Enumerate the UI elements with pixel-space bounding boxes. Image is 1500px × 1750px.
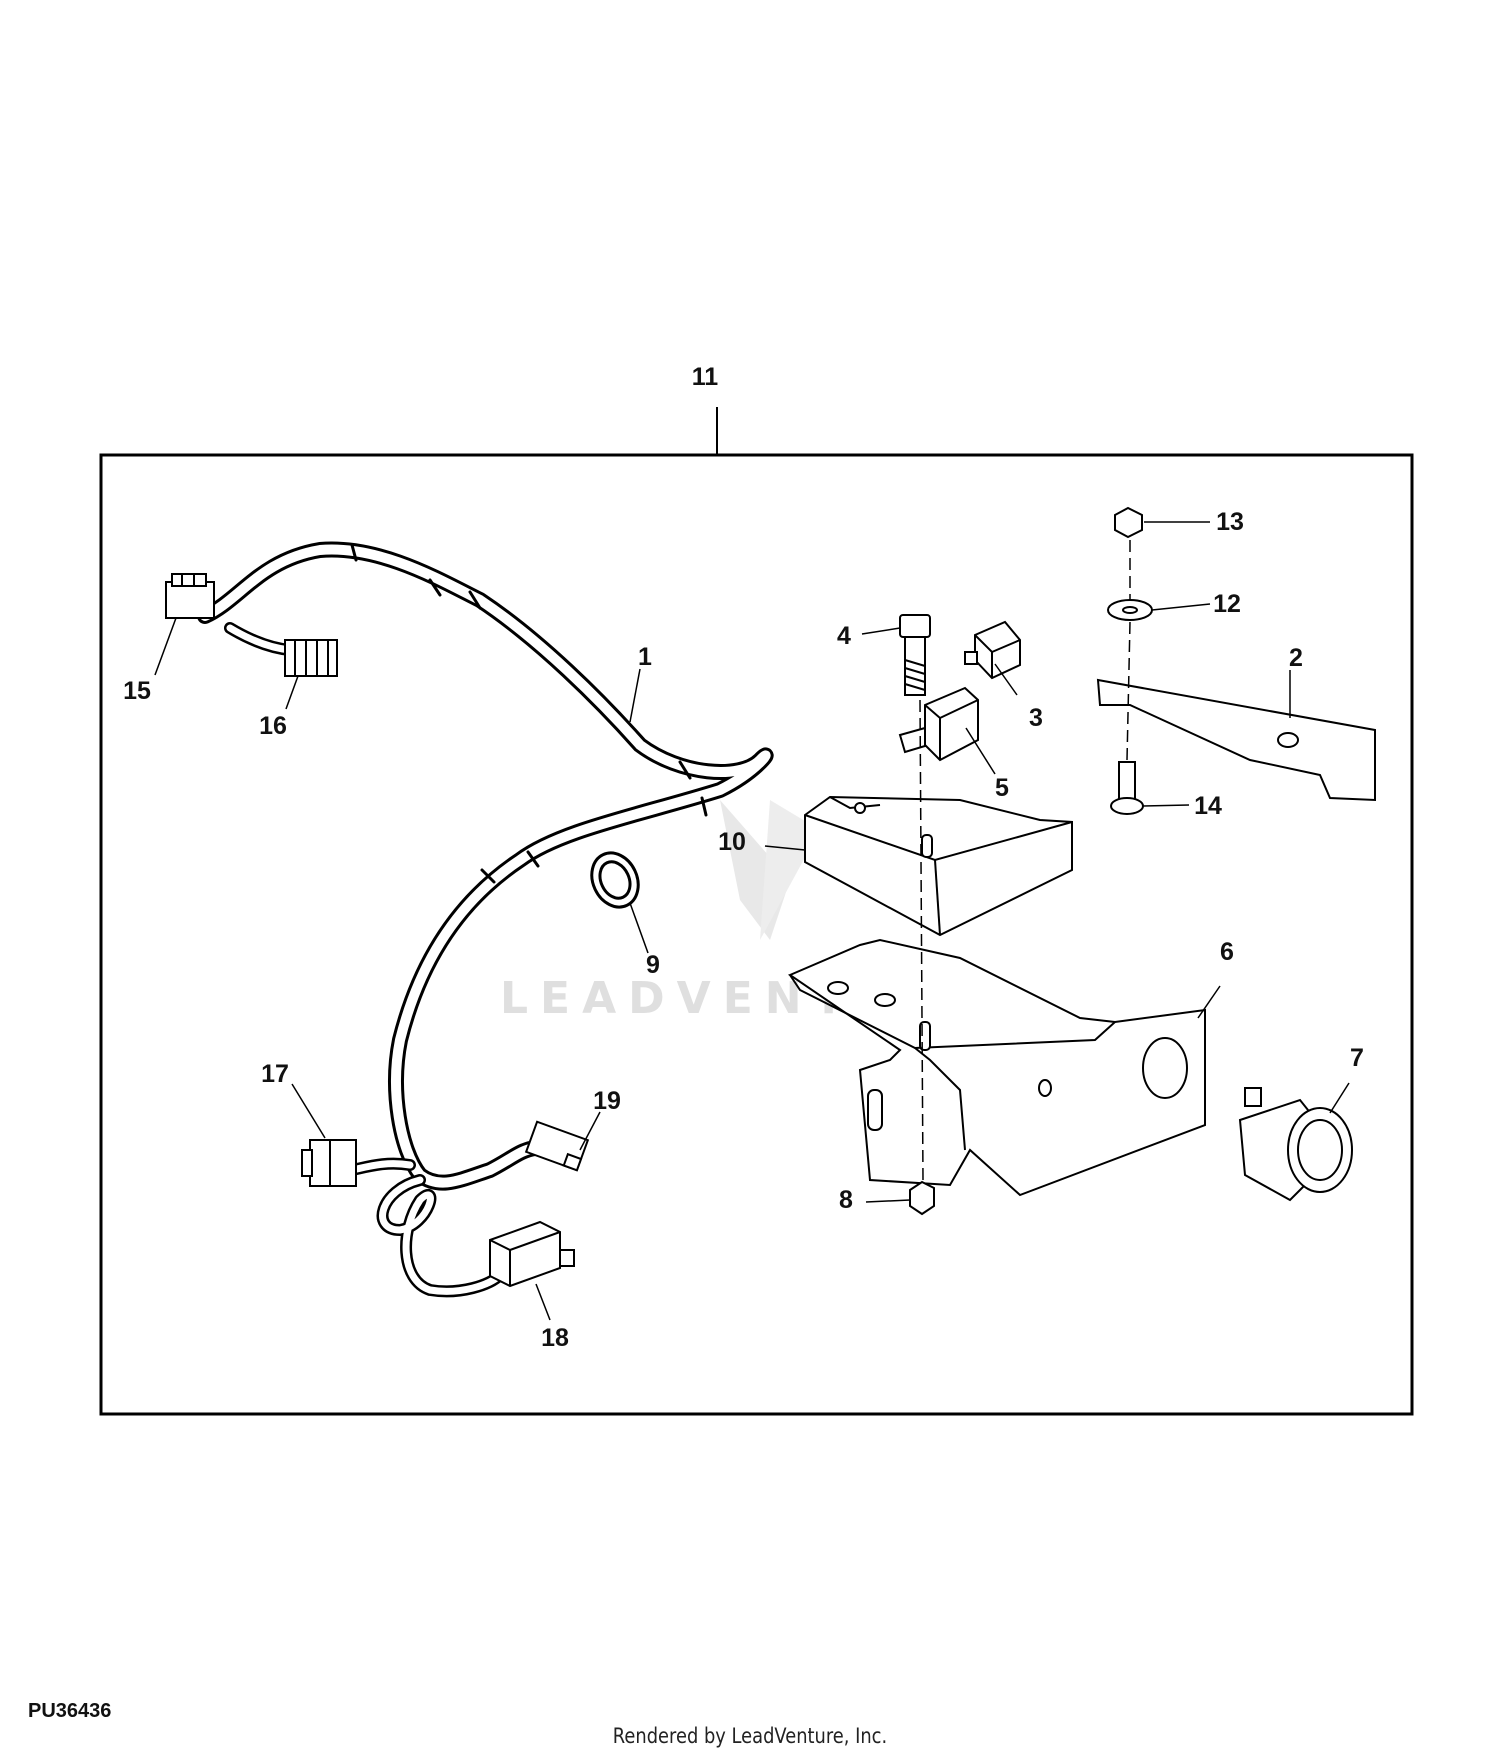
- sensor-18: [489, 1220, 575, 1288]
- callout-1: 1: [638, 643, 652, 671]
- callout-9: 9: [646, 951, 660, 979]
- connector-15: [165, 573, 215, 619]
- switch-3: [964, 620, 1021, 680]
- assembly-centerlines: [919, 540, 1131, 1181]
- connector-19: [524, 1120, 590, 1172]
- button-7: [1238, 1087, 1353, 1202]
- callout-17: 17: [261, 1060, 289, 1088]
- callout-14: 14: [1194, 792, 1222, 820]
- callout-13: 13: [1216, 508, 1244, 536]
- bolt-4: [899, 614, 931, 696]
- clip-9: [590, 851, 640, 909]
- callout-2: 2: [1289, 644, 1303, 672]
- bracket-10: [804, 795, 1073, 937]
- callout-10: 10: [718, 828, 746, 856]
- callout-7: 7: [1350, 1044, 1364, 1072]
- washer-12: [1107, 599, 1153, 621]
- plate-2: [1096, 678, 1376, 802]
- callout-4: 4: [837, 622, 851, 650]
- switch-5: [898, 686, 979, 762]
- callout-5: 5: [995, 774, 1009, 802]
- callout-6: 6: [1220, 938, 1234, 966]
- callout-16: 16: [259, 712, 287, 740]
- nut-13: [1114, 506, 1143, 539]
- nut-8: [909, 1180, 935, 1216]
- connector-17: [301, 1139, 357, 1187]
- callout-15: 15: [123, 677, 151, 705]
- bracket-6: [787, 938, 1206, 1197]
- kit-frame: [99, 453, 1414, 1416]
- connector-16: [284, 639, 338, 677]
- leader-lines: [154, 521, 1350, 1321]
- callout-3: 3: [1029, 704, 1043, 732]
- screw-14: [1110, 761, 1144, 815]
- callout-11: 11: [692, 363, 719, 391]
- callout-8: 8: [839, 1186, 853, 1214]
- callout-18: 18: [541, 1324, 569, 1352]
- callout-12: 12: [1213, 590, 1241, 618]
- callout-19: 19: [593, 1087, 621, 1115]
- figure-code: PU36436: [28, 1700, 112, 1722]
- render-credit: Rendered by LeadVenture, Inc.: [612, 1724, 888, 1748]
- callouts: 1 2 3 4 5 6 7 8 9 10 11 12 13 14 15 16 1…: [123, 363, 1364, 1352]
